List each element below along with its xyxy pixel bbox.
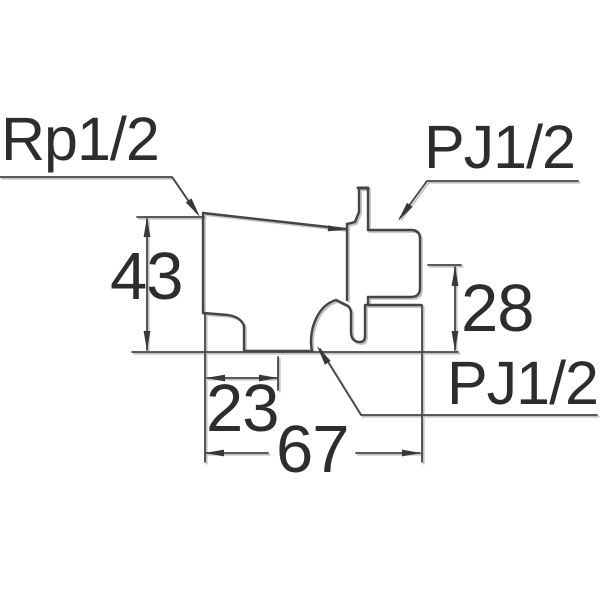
arrow-43-up-icon bbox=[143, 217, 151, 237]
dimension-base-width: 23 bbox=[206, 371, 280, 446]
arrow-28-down-icon bbox=[451, 331, 459, 351]
arrowheads bbox=[143, 198, 459, 457]
dimension-body-height: 43 bbox=[110, 239, 184, 314]
arrow-leader-pj-bottom-icon bbox=[317, 346, 331, 365]
arrow-leader-rp-icon bbox=[185, 198, 200, 217]
label-pj-outlet-top: PJ1/2 bbox=[424, 113, 576, 181]
arrow-67-left-icon bbox=[205, 449, 224, 457]
arrow-leader-pj-top-icon bbox=[398, 202, 413, 221]
dimension-outlet-offset: 28 bbox=[461, 271, 535, 346]
arrow-43-down-icon bbox=[143, 331, 151, 351]
label-pj-outlet-bottom: PJ1/2 bbox=[447, 349, 599, 417]
dimension-overall-length: 67 bbox=[276, 412, 350, 487]
label-rp-inlet: Rp1/2 bbox=[1, 105, 160, 173]
arrow-top-edge-icon bbox=[327, 225, 346, 232]
arrow-67-right-icon bbox=[402, 449, 421, 457]
arrow-23-right-icon bbox=[259, 374, 278, 382]
arrow-23-left-icon bbox=[206, 374, 225, 382]
arrow-28-up-icon bbox=[451, 266, 459, 286]
